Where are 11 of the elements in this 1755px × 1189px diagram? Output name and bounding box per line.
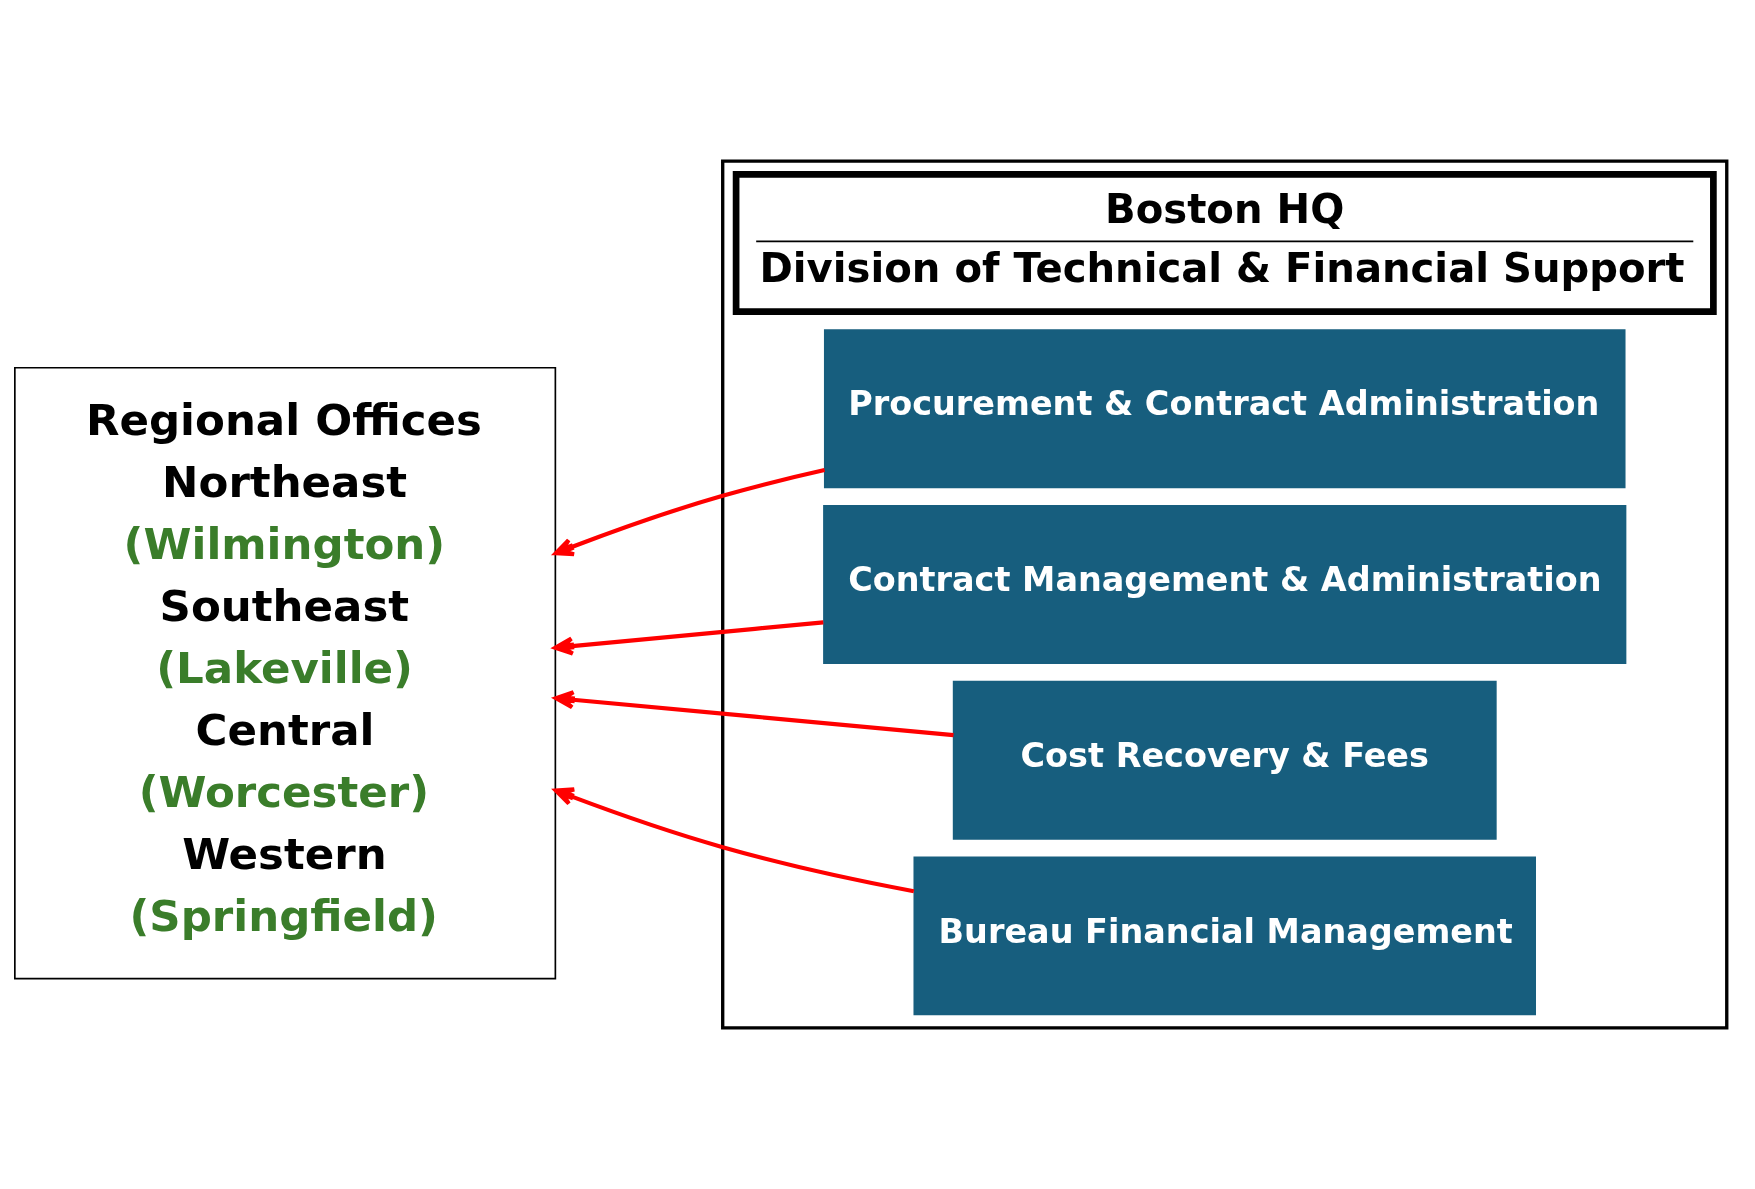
node-box: Bureau Financial Management — [913, 856, 1536, 1016]
arrow — [553, 690, 954, 738]
arrow — [553, 620, 824, 656]
node-box: Procurement & Contract Administration — [823, 329, 1626, 489]
arrow — [553, 787, 915, 894]
node-box: Contract Management & Administration — [823, 504, 1627, 664]
arrow — [553, 468, 826, 557]
node-box: Regional Offices Northeast (Wilmington) Southeast (Lakeville) Central (Worcester) Western (Springfield) — [14, 366, 557, 980]
cluster — [721, 159, 1729, 1030]
node-box: Boston HQ Division of Technical & Financial Support — [732, 171, 1717, 316]
node-box: Cost Recovery & Fees — [952, 680, 1497, 840]
